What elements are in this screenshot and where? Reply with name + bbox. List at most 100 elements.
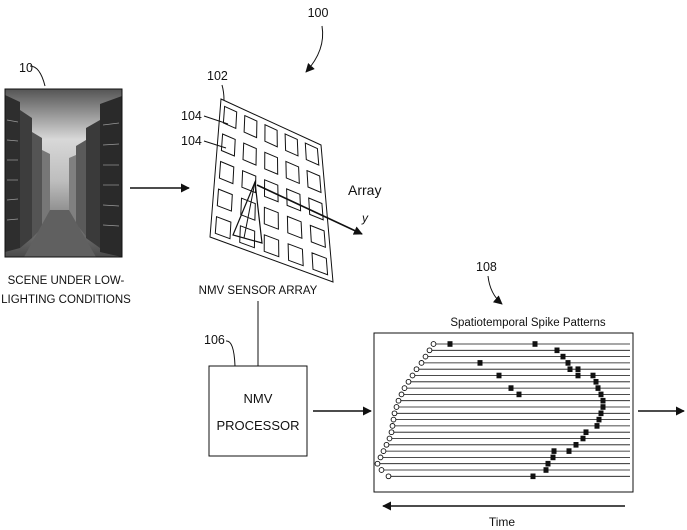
spike-event xyxy=(560,353,566,360)
sensor-pixel xyxy=(218,160,235,185)
time-label: Time xyxy=(489,515,516,529)
spike-row-origin xyxy=(383,441,390,448)
pixel-ref-label-2: 104 xyxy=(181,134,202,148)
sensor-caption: NMV SENSOR ARRAY xyxy=(199,285,318,297)
spike-row-origin xyxy=(390,416,397,423)
sensor-pixel xyxy=(311,252,329,276)
spike-row-origin xyxy=(409,372,416,379)
sensor-ref-leader xyxy=(221,84,225,101)
pixel-view-cone xyxy=(232,179,263,244)
processor-label-line-1: NMV xyxy=(244,391,273,406)
spike-event xyxy=(594,423,600,429)
scene-image xyxy=(5,89,122,257)
spike-event xyxy=(551,448,557,454)
spike-pattern-box xyxy=(373,332,634,493)
sensor-pixel xyxy=(242,142,257,166)
spike-event xyxy=(477,360,483,366)
sensor-ref-label: 102 xyxy=(207,69,228,83)
sensor-pixel xyxy=(216,188,233,212)
spike-row-origin xyxy=(378,467,385,473)
sensor-pixel xyxy=(239,225,256,249)
spike-event xyxy=(567,366,573,372)
spike-row-origin xyxy=(377,454,384,461)
spike-row-origin xyxy=(393,404,400,410)
pixel-ref-label-1: 104 xyxy=(181,109,202,123)
sensor-pixel xyxy=(284,133,299,157)
spike-event xyxy=(530,473,536,480)
spike-event xyxy=(575,366,581,372)
spike-ref-leader xyxy=(487,275,503,305)
array-axis-label: y xyxy=(361,211,369,225)
spike-row-origin xyxy=(405,378,412,385)
scene-image-border xyxy=(4,88,123,258)
sensor-pixel xyxy=(308,197,324,221)
spike-event xyxy=(598,410,604,417)
spike-row-origin xyxy=(430,341,437,347)
processor-ref-label: 106 xyxy=(204,333,225,347)
spike-row-origin xyxy=(426,347,433,354)
sensor-pixel xyxy=(285,160,300,185)
spike-event xyxy=(496,372,502,379)
pixel-view-cone-inner xyxy=(243,181,256,239)
spike-event xyxy=(590,372,596,379)
spike-event xyxy=(550,454,556,461)
spike-row-origin xyxy=(374,460,381,467)
spike-event xyxy=(575,372,581,379)
pixel-ref-leader-1 xyxy=(203,115,229,125)
spike-event xyxy=(554,347,560,354)
spike-event xyxy=(598,391,604,398)
spike-ref-label: 108 xyxy=(476,260,497,274)
spike-row-origin xyxy=(391,410,398,417)
spike-row-origin xyxy=(401,385,408,391)
spike-event xyxy=(600,404,606,410)
spike-event xyxy=(545,460,551,467)
spike-event xyxy=(583,429,589,435)
system-ref-leader xyxy=(305,25,324,73)
spike-row-origin xyxy=(413,366,420,373)
spike-row-origin xyxy=(380,448,387,454)
processor-ref-leader xyxy=(225,340,236,367)
sensor-pixel xyxy=(309,224,326,249)
sensor-array-panel xyxy=(209,98,334,283)
spike-event xyxy=(447,341,453,347)
sensor-pixel xyxy=(287,243,304,267)
spike-row-origin xyxy=(388,429,395,436)
sensor-pixel xyxy=(286,188,302,212)
system-ref-label: 100 xyxy=(308,6,329,20)
spike-event xyxy=(580,435,586,442)
sensor-pixel xyxy=(286,215,303,240)
sensor-pixel xyxy=(263,179,279,203)
sensor-pixel xyxy=(263,234,280,258)
processor-box xyxy=(208,365,308,457)
sensor-pixel xyxy=(241,169,257,194)
spike-row-origin xyxy=(422,353,429,360)
spike-event xyxy=(600,397,606,404)
spike-event xyxy=(565,360,571,366)
spike-event xyxy=(596,416,602,423)
spike-event xyxy=(543,467,549,473)
spike-row-origin xyxy=(389,423,396,429)
spike-event xyxy=(593,379,599,385)
sensor-pixel xyxy=(222,105,238,130)
spike-raster xyxy=(374,341,630,480)
spike-row-origin xyxy=(398,391,405,398)
spike-pattern-title: Spatiotemporal Spike Patterns xyxy=(450,317,606,329)
sensor-pixel xyxy=(263,206,279,230)
sensor-pixel xyxy=(220,133,236,157)
spike-event xyxy=(508,385,514,391)
pixel-ref-leader-2 xyxy=(203,140,227,149)
processor-label-line-2: PROCESSOR xyxy=(216,418,299,433)
sensor-pixel xyxy=(264,123,278,148)
spike-event xyxy=(566,448,572,454)
array-y-axis-arrow xyxy=(256,184,363,235)
sensor-pixel xyxy=(243,114,258,139)
sensor-pixel-grid xyxy=(214,105,329,276)
sensor-pixel xyxy=(214,215,232,240)
spike-row-origin xyxy=(386,435,393,442)
spike-row-origin xyxy=(395,397,402,404)
sensor-pixel xyxy=(306,169,322,194)
spike-event xyxy=(573,442,579,448)
spike-event xyxy=(595,385,601,391)
sensor-pixel xyxy=(304,142,320,166)
sensor-pixel xyxy=(264,151,279,175)
